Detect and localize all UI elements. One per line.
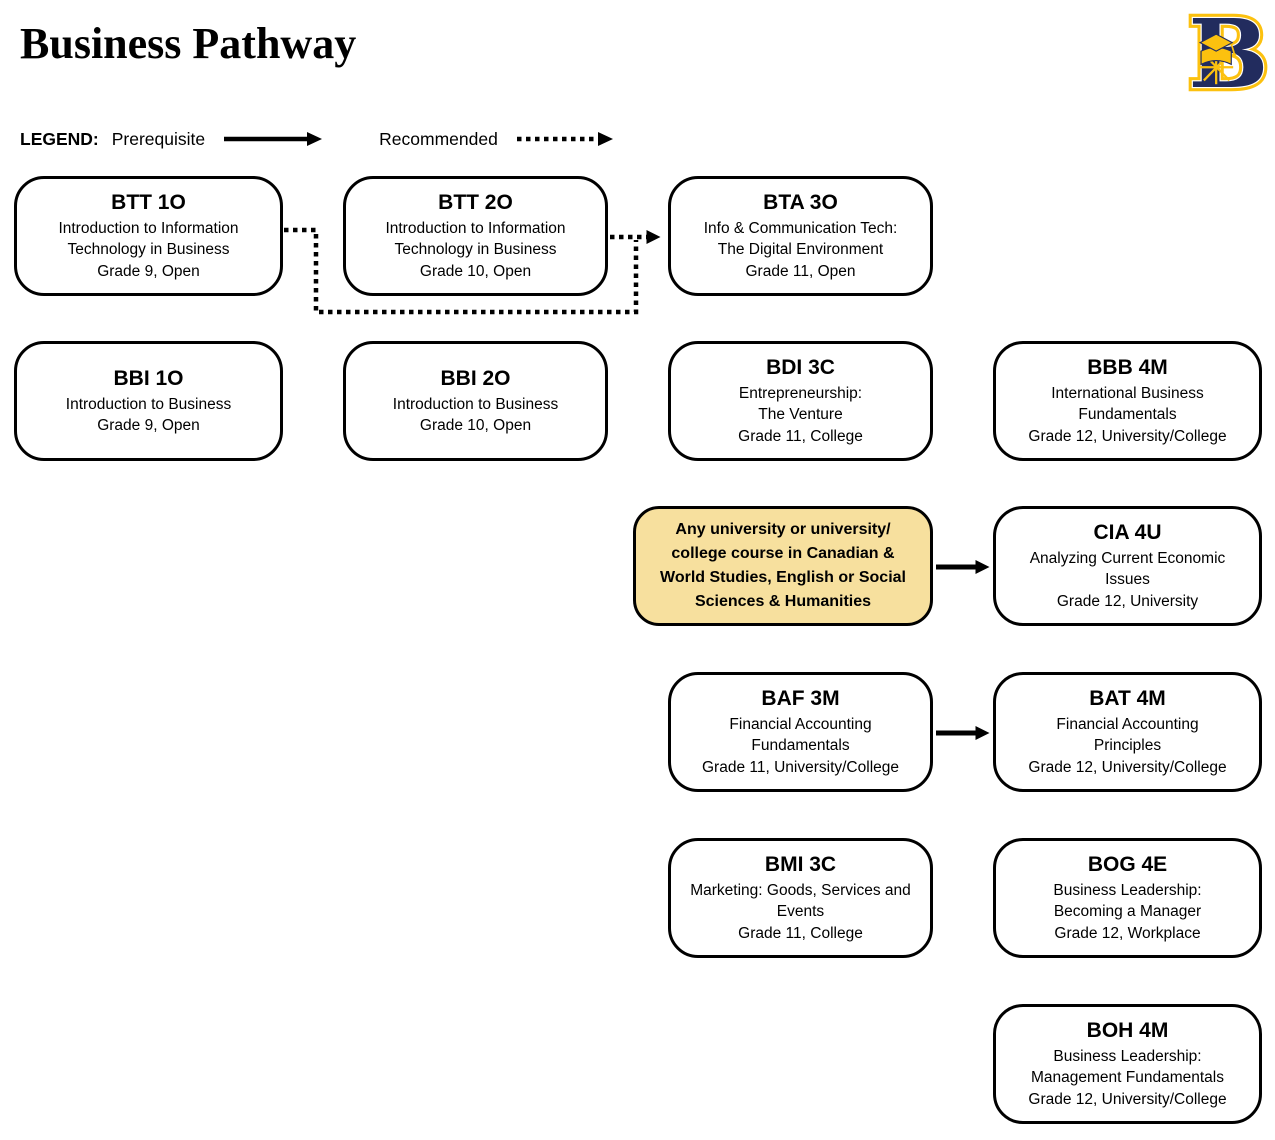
course-box-bta3o: BTA 3O Info & Communication Tech: The Di… [668, 176, 933, 296]
course-code: BDI 3C [766, 355, 835, 379]
course-line: Introduction to Information [58, 219, 239, 237]
prerequisite-solid-arrow-icon [224, 132, 323, 146]
highlight-line: college course in Canadian & [671, 545, 895, 562]
highlight-line: Sciences & Humanities [694, 593, 872, 610]
course-line: International Business [1051, 384, 1204, 402]
highlight-line: World Studies, English or Social [660, 569, 906, 586]
course-code: BBI 2O [440, 366, 511, 390]
course-line: Becoming a Manager [1053, 903, 1202, 921]
course-code: BBB 4M [1087, 355, 1168, 379]
course-code: BOH 4M [1086, 1018, 1169, 1042]
course-line: Technology in Business [394, 241, 557, 259]
course-line: Grade 10, Open [419, 262, 532, 280]
course-box-bmi3c: BMI 3C Marketing: Goods, Services and Ev… [668, 838, 933, 958]
course-line: Marketing: Goods, Services and [690, 881, 911, 899]
course-code: BMI 3C [764, 852, 837, 876]
course-line: The Venture [758, 406, 843, 424]
course-box-boh4m: BOH 4M Business Leadership: Management F… [993, 1004, 1262, 1124]
course-box-baf3m: BAF 3M Financial Accounting Fundamentals… [668, 672, 933, 792]
course-line: Principles [1093, 737, 1162, 755]
course-line: Grade 12, University/College [1028, 758, 1227, 776]
course-code: BAF 3M [761, 686, 840, 710]
course-line: Grade 11, Open [745, 262, 856, 280]
legend-prerequisite-label: Prerequisite [111, 128, 206, 149]
legend: LEGEND: Prerequisite Recommended [20, 126, 672, 152]
course-code: BTT 2O [438, 190, 513, 214]
course-box-cia4u: CIA 4U Analyzing Current Economic Issues… [993, 506, 1262, 626]
course-line: Grade 11, College [738, 924, 863, 942]
crest-icon [1198, 33, 1237, 85]
course-line: Grade 12, University/College [1028, 1090, 1227, 1108]
legend-recommended-label: Recommended [379, 128, 498, 149]
course-line: Grade 12, University/College [1028, 427, 1227, 445]
course-line: Financial Accounting [1056, 715, 1199, 733]
course-code: BTT 1O [111, 190, 186, 214]
course-line: Info & Communication Tech: [703, 219, 898, 237]
course-box-btt1o: BTT 1O Introduction to Information Techn… [14, 176, 283, 296]
school-logo: B B [1185, 6, 1270, 102]
course-box-bat4m: BAT 4M Financial Accounting Principles G… [993, 672, 1262, 792]
legend-label: LEGEND: [20, 128, 99, 149]
course-code: BAT 4M [1089, 686, 1166, 710]
course-box-bog4e: BOG 4E Business Leadership: Becoming a M… [993, 838, 1262, 958]
course-line: Events [776, 903, 825, 921]
course-line: Financial Accounting [729, 715, 872, 733]
course-line: Grade 9, Open [97, 417, 200, 434]
course-code: BTA 3O [763, 190, 838, 214]
course-line: Grade 12, University [1056, 592, 1199, 610]
course-line: Grade 12, Workplace [1054, 924, 1201, 942]
page-title: Business Pathway [20, 19, 357, 68]
course-line: Technology in Business [67, 241, 230, 259]
course-line: Grade 10, Open [419, 417, 532, 434]
course-line: Issues [1105, 571, 1150, 589]
course-code: CIA 4U [1093, 520, 1162, 544]
course-code: BOG 4E [1087, 852, 1168, 876]
course-line: Grade 11, College [738, 427, 863, 445]
course-line: Introduction to Business [392, 395, 559, 413]
course-line: Introduction to Information [385, 219, 566, 237]
course-line: Fundamentals [751, 737, 850, 755]
course-line: Business Leadership: [1053, 881, 1202, 899]
course-box-bbi2o: BBI 2O Introduction to Business Grade 10… [343, 341, 608, 461]
course-line: The Digital Environment [717, 241, 884, 259]
course-box-bdi3c: BDI 3C Entrepreneurship: The Venture Gra… [668, 341, 933, 461]
course-line: Grade 11, University/College [702, 758, 899, 776]
course-line: Management Fundamentals [1030, 1069, 1224, 1087]
course-box-bbi1o: BBI 1O Introduction to Business Grade 9,… [14, 341, 283, 461]
course-line: Fundamentals [1078, 406, 1177, 424]
course-line: Analyzing Current Economic [1029, 549, 1226, 567]
highlight-note-box: Any university or university/ college co… [633, 506, 933, 626]
course-box-btt2o: BTT 2O Introduction to Information Techn… [343, 176, 608, 296]
course-line: Grade 9, Open [97, 262, 200, 280]
course-line: Business Leadership: [1053, 1047, 1202, 1065]
course-box-bbb4m: BBB 4M International Business Fundamenta… [993, 341, 1262, 461]
course-line: Introduction to Business [65, 395, 232, 413]
recommended-dotted-arrow-icon [516, 132, 613, 146]
highlight-line: Any university or university/ [675, 521, 891, 538]
course-code: BBI 1O [113, 366, 184, 390]
course-line: Entrepreneurship: [738, 384, 863, 402]
